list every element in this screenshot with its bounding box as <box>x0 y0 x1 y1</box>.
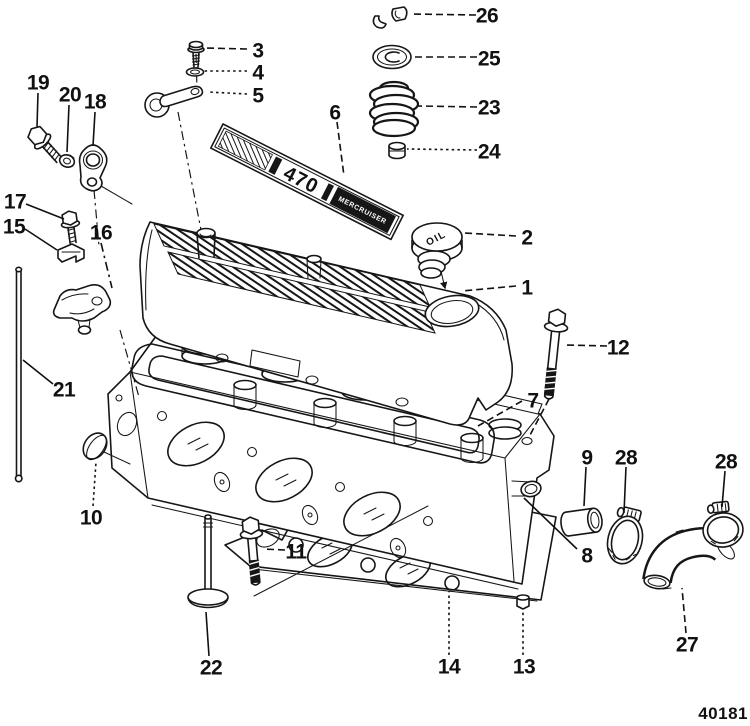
callout-20-leader <box>66 104 70 153</box>
callout-18-label: 18 <box>84 91 107 114</box>
rocker-cover-gasket <box>130 343 496 464</box>
head-bolt-holes <box>156 410 434 527</box>
cover-fins-lower <box>167 251 436 334</box>
callout-13-label: 13 <box>513 656 535 679</box>
callout-28-left-leader <box>623 466 627 514</box>
callout-14-label: 14 <box>438 656 461 679</box>
hose-clamp-left <box>606 506 644 565</box>
callout-6-leader <box>336 121 345 177</box>
cover-bolt-hole <box>521 436 533 446</box>
water-fitting <box>511 480 542 498</box>
callout-5-leader <box>207 91 248 95</box>
callout-11-leader <box>262 548 286 551</box>
drawing-number: 40181 <box>698 704 748 723</box>
valve-cover-decal: 470 MERCRUISER <box>209 123 404 241</box>
callout-4-label: 4 <box>252 62 264 85</box>
callout-6-label: 6 <box>329 102 340 125</box>
callout-15-leader <box>24 228 58 251</box>
pushrod-clip <box>57 243 85 263</box>
rocker-screw <box>60 210 81 245</box>
cover-screw <box>187 40 205 68</box>
sleeve <box>560 507 603 537</box>
callout-1-leader <box>461 285 517 292</box>
callout-26-label: 26 <box>476 5 498 28</box>
callout-23-label: 23 <box>478 97 500 120</box>
callout-9-label: 9 <box>581 447 592 470</box>
callout-10-leader <box>92 461 97 507</box>
head-bosses <box>213 471 407 559</box>
cable-clamp <box>144 85 204 118</box>
anchor-strap <box>78 144 108 192</box>
callout-28-right-leader <box>721 470 726 508</box>
valve-stem-seal <box>388 141 406 160</box>
callout-12-label: 12 <box>607 337 629 360</box>
split-lock-washer <box>58 154 76 168</box>
callout-9-leader <box>583 466 587 507</box>
head-bolt <box>239 516 264 586</box>
callout-16-label: 16 <box>90 222 112 245</box>
callout-22-leader <box>205 611 210 657</box>
callout-27-leader <box>681 587 687 634</box>
callout-17-label: 17 <box>4 191 26 214</box>
callout-24-leader <box>406 148 478 151</box>
callout-21-leader <box>22 359 54 385</box>
callout-21-label: 21 <box>53 379 76 402</box>
callout-22-label: 22 <box>200 657 222 680</box>
callout-19-leader <box>36 92 39 128</box>
callout-28-right-label: 28 <box>715 451 738 474</box>
mount-bolt <box>27 125 63 164</box>
callout-19-label: 19 <box>27 72 49 95</box>
oil-fill-hole <box>424 294 480 328</box>
callout-17-leader <box>25 203 65 220</box>
assembly-centerlines <box>93 53 550 597</box>
callout-2-label: 2 <box>521 227 532 250</box>
callout-7-label: 7 <box>527 390 538 413</box>
core-plug <box>82 432 108 461</box>
cover-bolt-long <box>543 308 569 400</box>
breather-tube-2 <box>306 254 322 280</box>
breather-tube <box>196 227 216 259</box>
callout-15-label: 15 <box>3 216 26 239</box>
callout-12-leader <box>565 344 608 347</box>
callout-5-label: 5 <box>252 85 264 108</box>
spring-retainer <box>372 44 412 70</box>
callout-23-leader <box>417 105 478 108</box>
hose-clamp-right <box>702 500 744 548</box>
callout-1-label: 1 <box>521 277 533 300</box>
pushrod <box>14 266 23 483</box>
callout-24-label: 24 <box>478 141 501 164</box>
callout-26-leader <box>409 13 477 16</box>
callout-25-label: 25 <box>478 48 501 71</box>
callout-3-label: 3 <box>252 40 263 63</box>
decal-brand-band <box>329 186 396 234</box>
core-plug-bore <box>116 411 138 437</box>
callout-10-label: 10 <box>80 507 102 530</box>
callout-18-leader <box>92 111 96 147</box>
callout-28-left-label: 28 <box>615 447 638 470</box>
callout-2-leader <box>463 232 517 237</box>
installed-valve-springs <box>181 304 522 440</box>
callout-8-label: 8 <box>581 545 593 568</box>
valve-spring <box>368 80 420 138</box>
decal-art-cell <box>217 130 273 171</box>
callout-8-leader <box>523 497 578 550</box>
small-nut <box>516 594 530 610</box>
valve-keepers <box>372 6 408 29</box>
valve-cover <box>139 221 514 426</box>
lock-washer <box>185 67 205 77</box>
oil-cap: OIL <box>411 222 463 279</box>
callout-7-leader <box>477 400 523 427</box>
callout-16-leader <box>100 242 113 289</box>
rocker-arm <box>52 284 112 335</box>
callout-3-leader <box>203 47 248 50</box>
intake-valve <box>187 514 229 609</box>
callout-27-label: 27 <box>676 634 698 657</box>
callout-11-label: 11 <box>285 541 307 564</box>
callout-20-label: 20 <box>59 84 81 107</box>
